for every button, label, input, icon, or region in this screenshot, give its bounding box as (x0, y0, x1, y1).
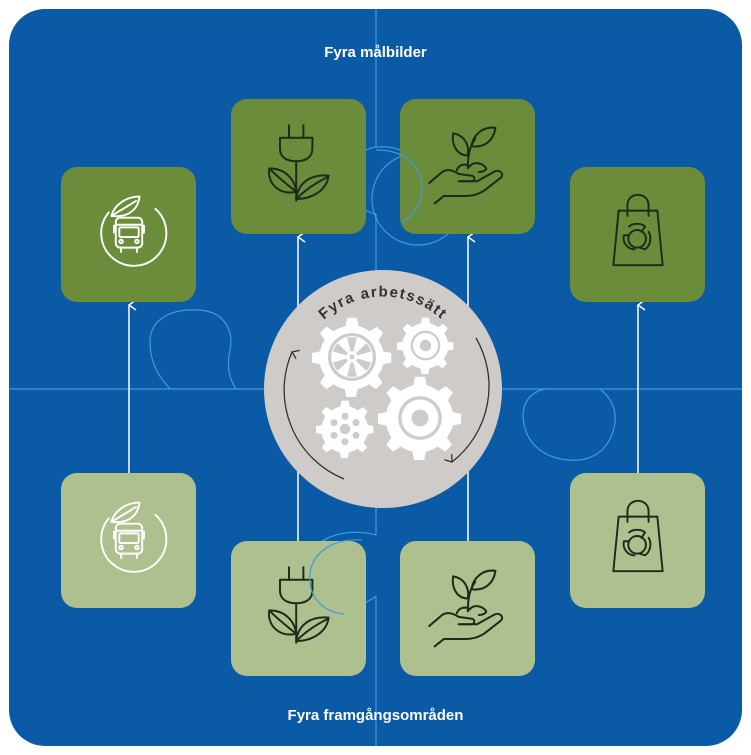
center-cycle-arrow-left (283, 349, 345, 480)
center-circle (264, 270, 502, 508)
area-tile-2 (231, 541, 366, 676)
puzzle-overlay (309, 149, 423, 615)
gear-icon-spoked (312, 317, 392, 397)
puzzle-knob-right (522, 388, 616, 461)
goal-tiles (61, 99, 705, 302)
puzzle-overlay-top (375, 149, 423, 223)
area-tile-3 (400, 541, 535, 676)
puzzle-overlay-bottom (309, 539, 363, 615)
area-tile-1 (61, 473, 196, 608)
center-cycle-arrow-right (444, 337, 490, 463)
goal-tile-3 (400, 99, 535, 234)
goal-tile-2 (231, 99, 366, 234)
goal-tile-1 (61, 167, 196, 302)
puzzle-knob-left (149, 309, 237, 390)
center-group: Fyra arbetssätt (264, 270, 502, 508)
gear-icon-holes (316, 400, 374, 458)
gear-icon-ring-small (397, 317, 454, 374)
area-tile-4 (570, 473, 705, 608)
goal-tile-4 (570, 167, 705, 302)
area-tiles (61, 473, 705, 676)
bottom-title: Fyra framgångsområden (287, 707, 464, 724)
top-title: Fyra målbilder (324, 44, 427, 61)
gear-icon-ring-large (378, 376, 462, 460)
